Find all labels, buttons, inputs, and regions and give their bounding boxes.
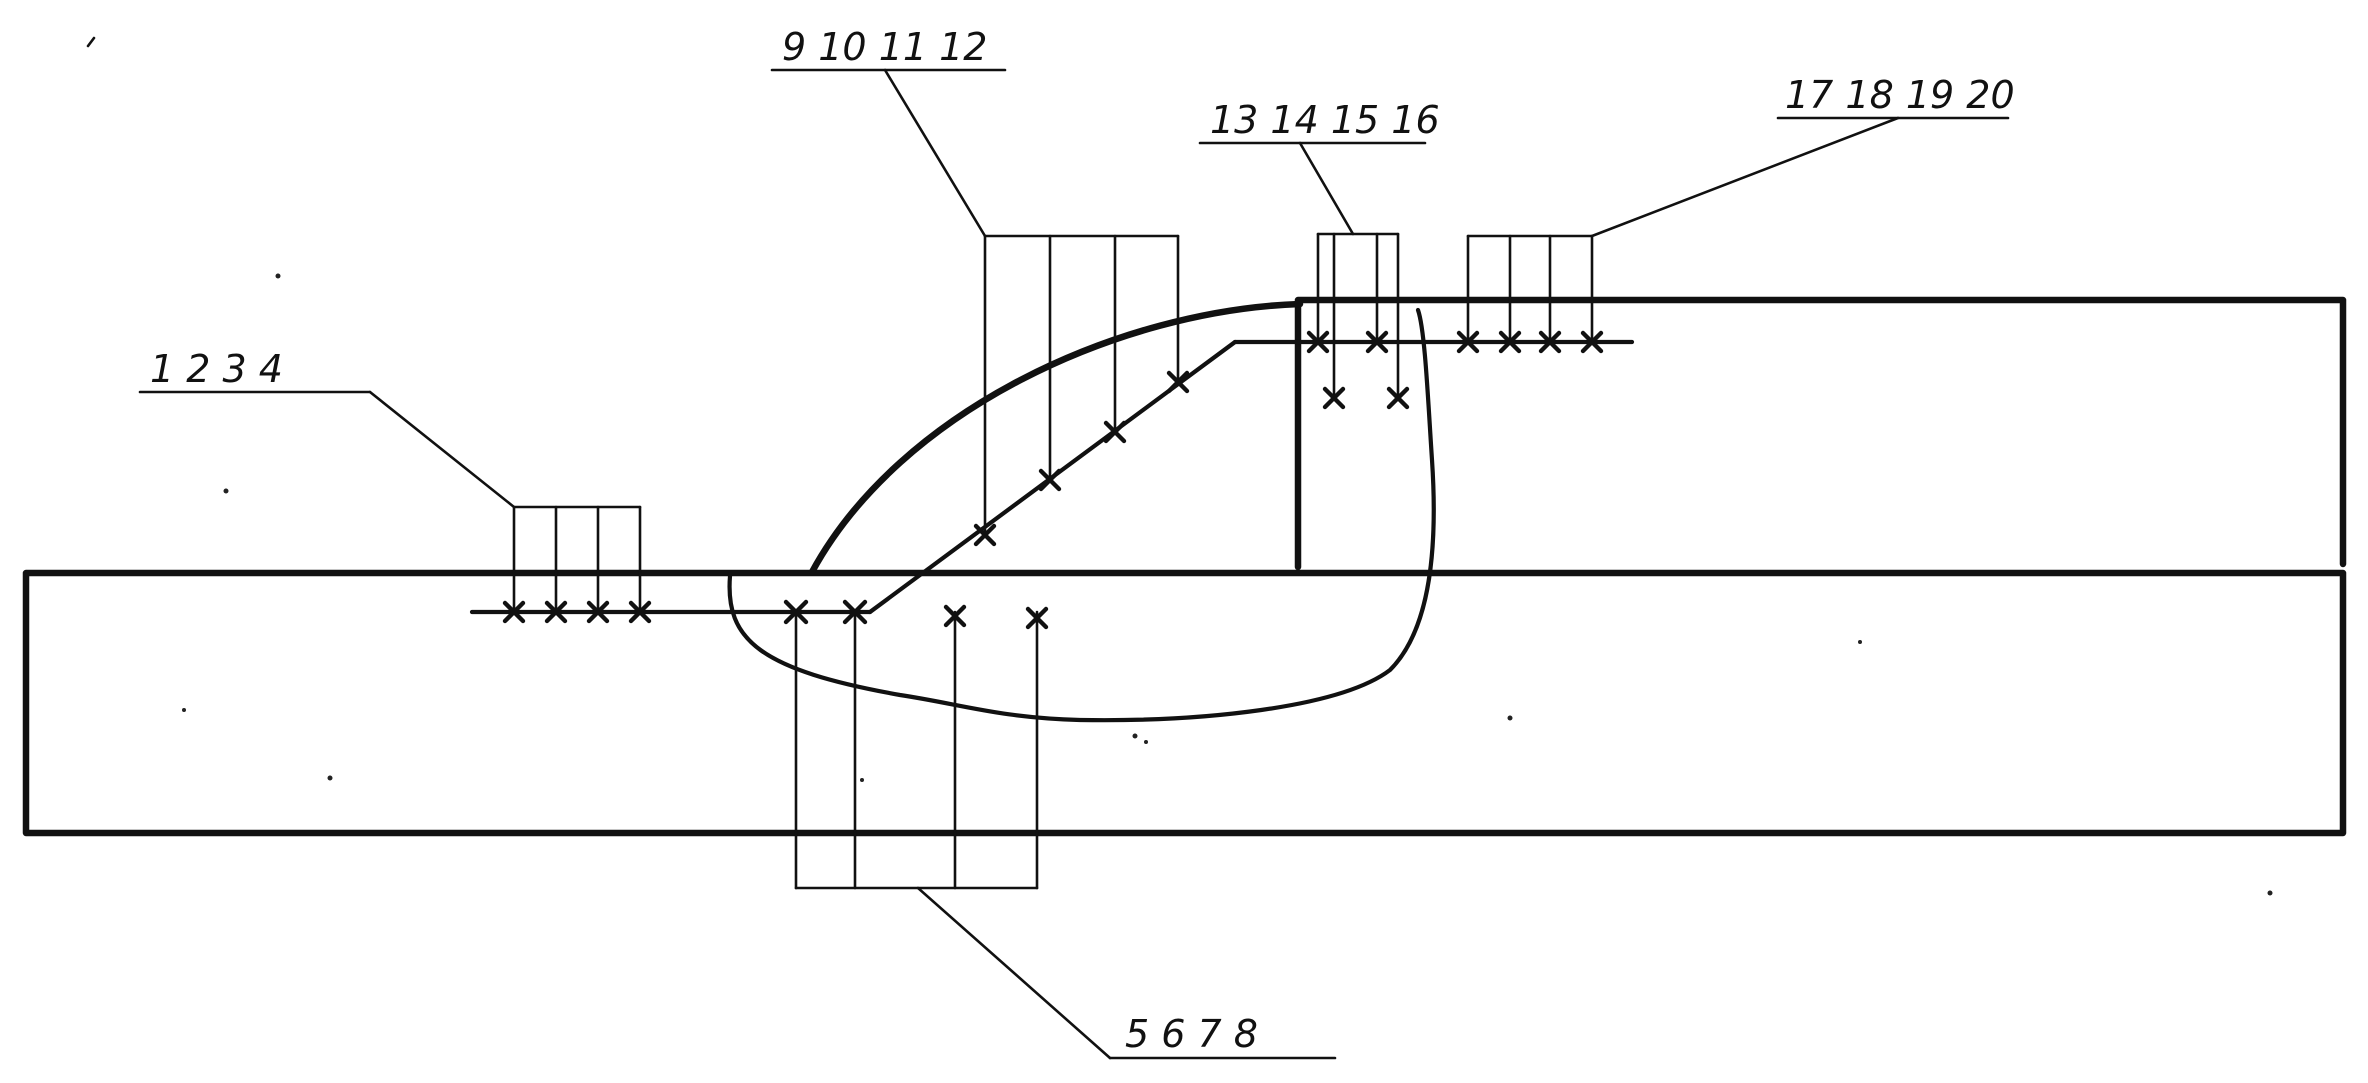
scan-specks [86, 36, 2273, 896]
marker-set-17-20 [1456, 330, 1604, 354]
bracket-group-17-20 [1466, 116, 2010, 344]
label-group-13-16: 13 14 15 16 [1210, 98, 1440, 142]
loop-boundary [727, 307, 1436, 723]
marker-set-13-16 [1306, 330, 1410, 410]
bracket-group-13-16 [1198, 141, 1427, 400]
lower-block [22, 569, 2347, 837]
ramp-curve [808, 300, 1304, 576]
label-group-9-12: 9 10 11 12 [782, 25, 987, 69]
upper-block [1294, 296, 2347, 571]
label-group-1-4: 1 2 3 4 [150, 347, 283, 391]
bracket-group-1-4 [138, 390, 642, 614]
label-group-17-20: 17 18 19 20 [1785, 73, 2015, 117]
bracket-group-9-12 [770, 68, 1180, 537]
bracket-group-5-8 [794, 610, 1337, 1060]
marker-set-9-12 [973, 370, 1190, 547]
marker-set-1-4 [502, 600, 652, 624]
label-group-5-8: 5 6 7 8 [1125, 1012, 1258, 1056]
marker-set-5-8 [783, 599, 1049, 630]
